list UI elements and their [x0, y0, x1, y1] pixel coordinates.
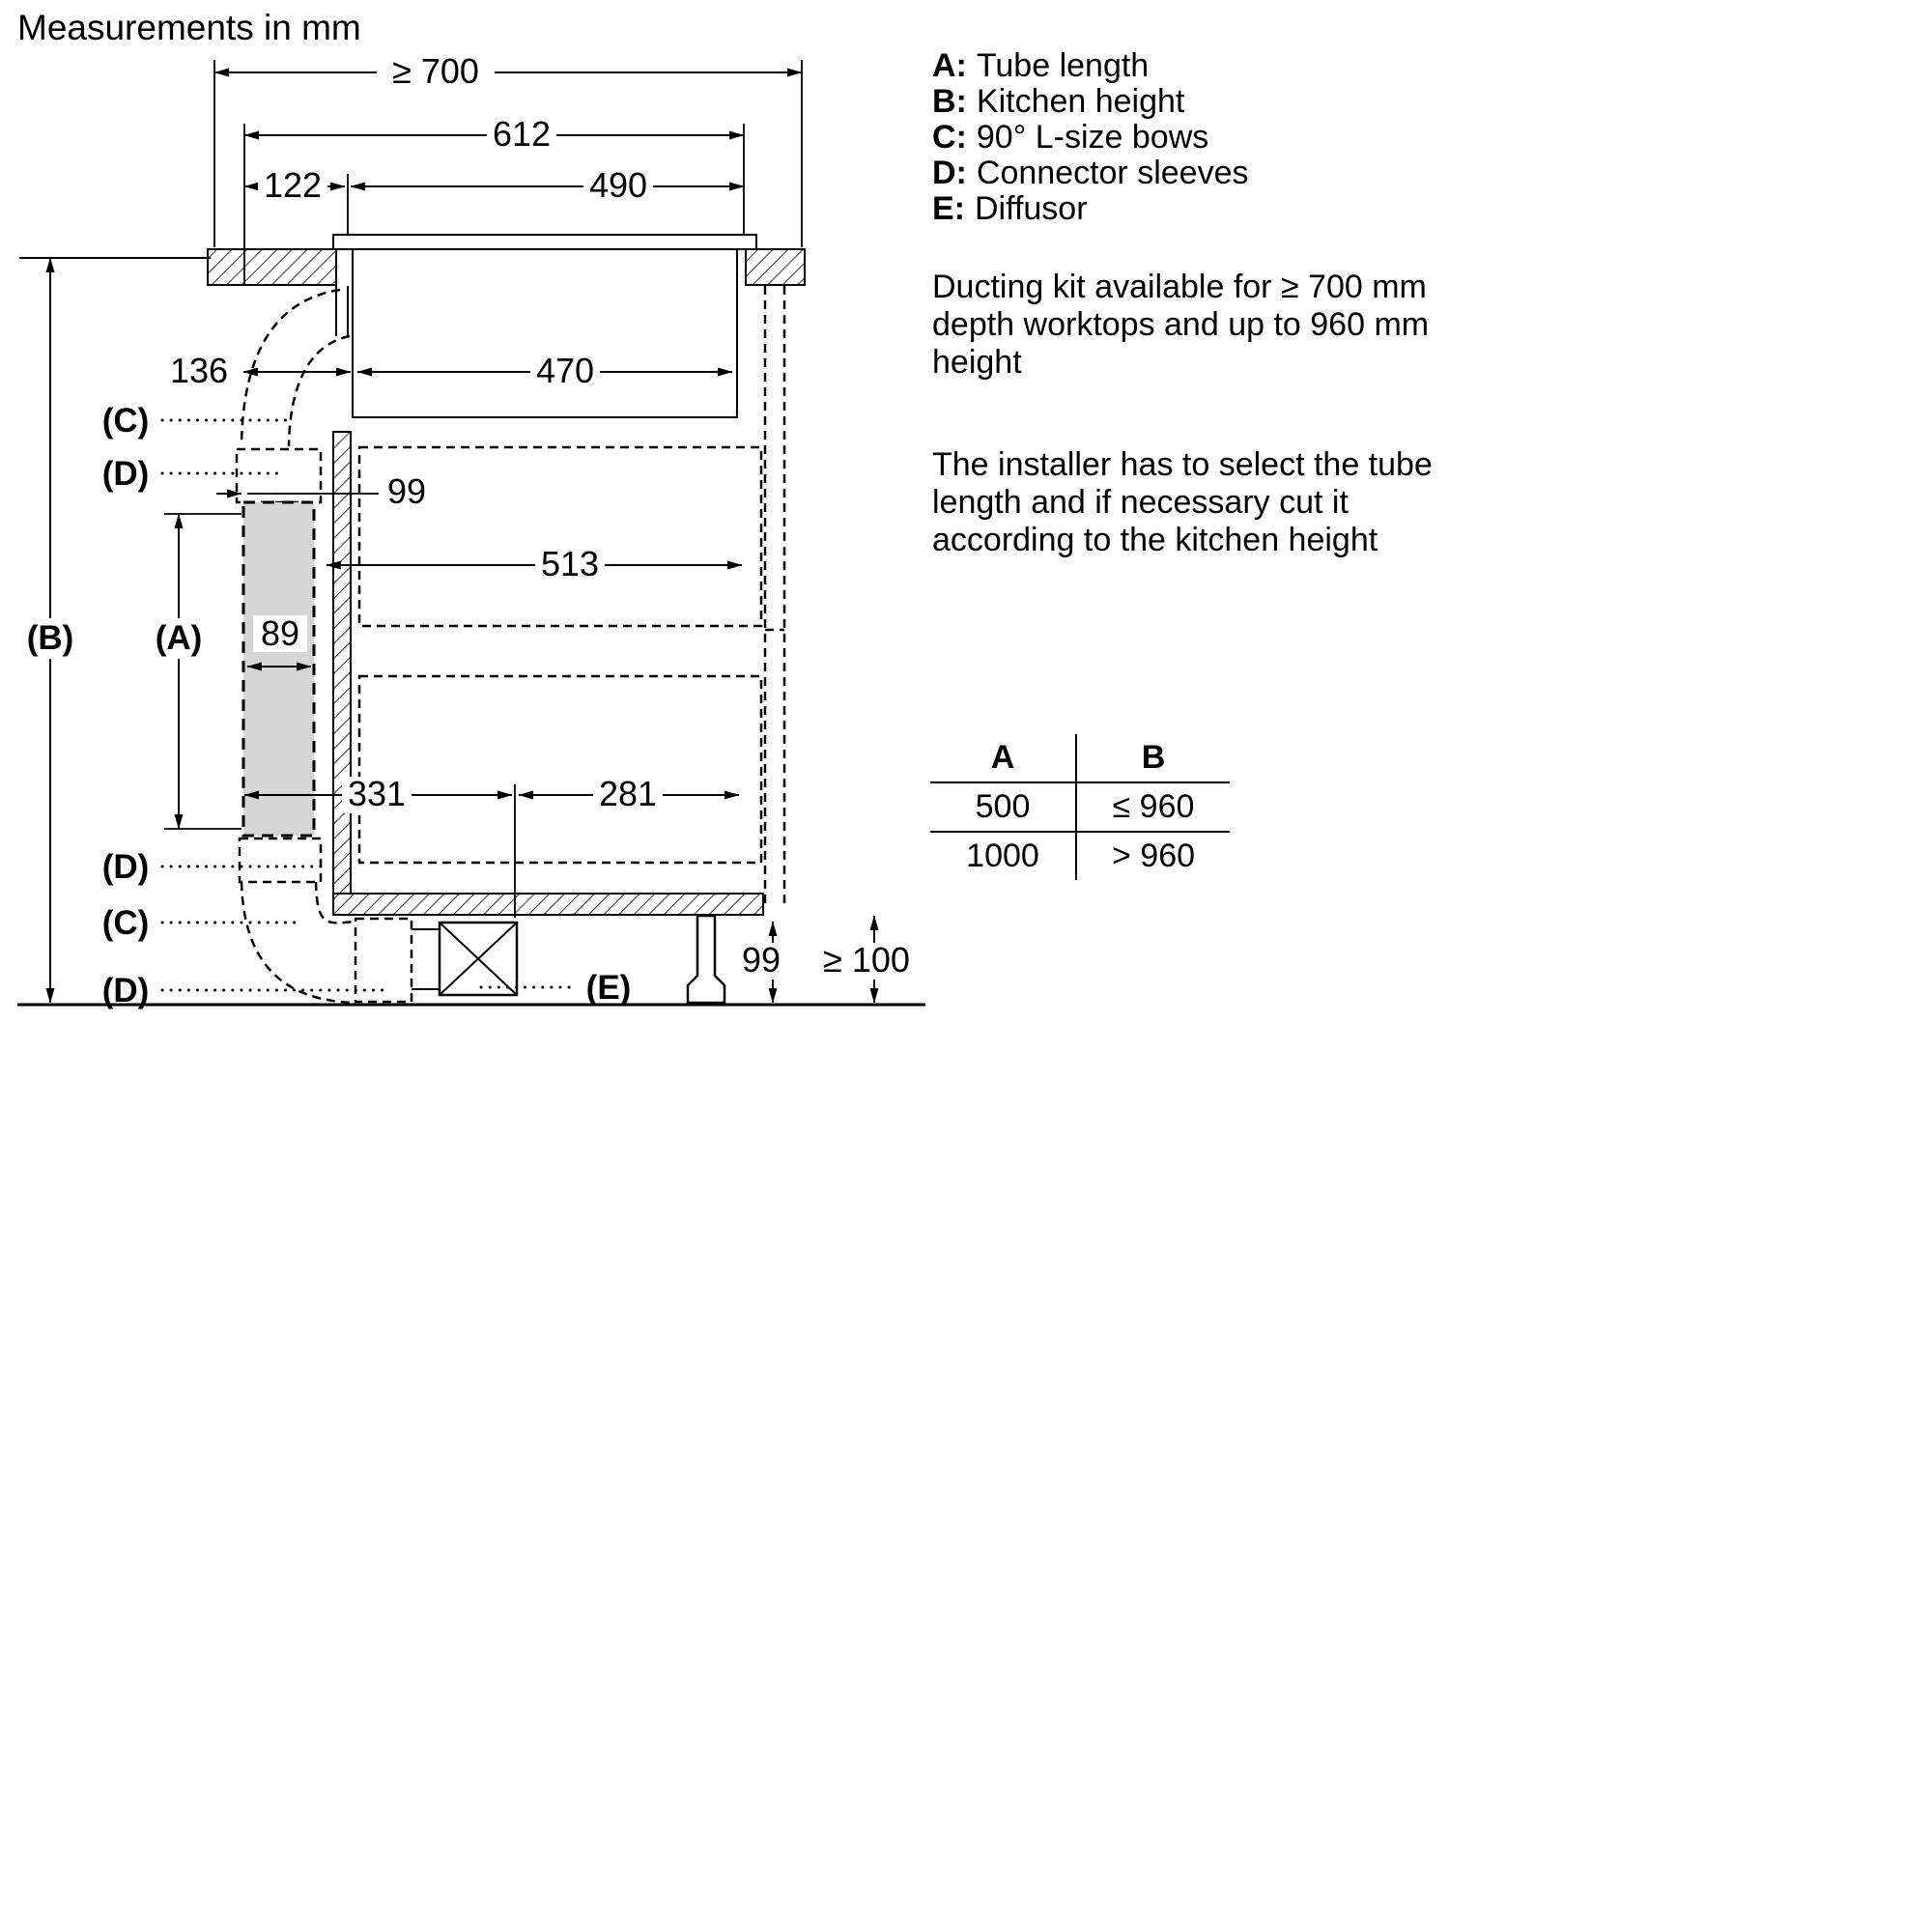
dim-612-label: 612 — [493, 114, 551, 154]
label-E: (E) — [586, 969, 632, 1007]
dim-99-top-label: 99 — [387, 471, 426, 511]
plinth-foot — [686, 914, 726, 1005]
legend-key: E: — [932, 190, 965, 227]
hob-top-plate — [332, 234, 757, 250]
cabinet-back-panel — [763, 286, 786, 908]
legend-text: Kitchen height — [976, 83, 1185, 120]
legend-item-d: D:Connector sleeves — [932, 156, 1249, 191]
legend-text: Tube length — [976, 47, 1150, 84]
legend-item-e: E: Diffusor — [932, 191, 1249, 227]
diffusor-cross — [439, 922, 518, 996]
installation-diagram: ≥ 700 612 122 490 470 136 513 89 331 281… — [17, 51, 925, 1009]
note-installer: The installer has to select the tube len… — [932, 446, 1433, 558]
cabinet-interior-lower — [357, 674, 763, 865]
legend-item-b: B:Kitchen height — [932, 84, 1249, 120]
table-row: 1000 > 960 — [930, 833, 1230, 880]
dim-B-label: (B) — [27, 619, 74, 657]
note-ducting-kit: Ducting kit available for ≥ 700 mm depth… — [932, 269, 1430, 381]
hob-air-inlet — [335, 286, 349, 336]
bow-top-outer — [240, 288, 341, 445]
legend-key: A: — [932, 47, 967, 84]
legend: A:Tube length B:Kitchen height C:90° L-s… — [932, 48, 1249, 227]
legend-item-a: A:Tube length — [932, 48, 1249, 84]
dim-89-label: 89 — [261, 613, 299, 653]
table-cell: 1000 — [930, 833, 1077, 880]
label-D-top: (D) — [102, 455, 150, 493]
dim-depth-label: ≥ 700 — [392, 51, 479, 91]
dim-clearance-label: ≥ 100 — [823, 940, 910, 980]
dim-513-label: 513 — [541, 544, 599, 583]
dim-99-bottom-label: 99 — [742, 940, 781, 980]
label-C-top: (C) — [102, 402, 150, 440]
legend-text: Diffusor — [975, 190, 1088, 227]
table-cell: > 960 — [1111, 838, 1196, 874]
label-D-bottom: (D) — [102, 972, 150, 1009]
dim-122-label: 122 — [264, 165, 322, 205]
dim-490-label: 490 — [589, 165, 647, 205]
dim-470-label: 470 — [536, 351, 594, 390]
tube — [242, 500, 316, 838]
legend-text: Connector sleeves — [976, 155, 1249, 191]
page-title: Measurements in mm — [17, 8, 361, 47]
table-cell: ≤ 960 — [1112, 788, 1195, 825]
worktop — [207, 248, 806, 286]
duct-outlet — [354, 917, 413, 1004]
table-header-b: B — [1141, 739, 1166, 776]
bow-bottom-outer — [240, 881, 356, 1005]
legend-text: 90° L-size bows — [976, 119, 1209, 156]
connector-sleeve-bottom — [238, 837, 323, 884]
diffusor-connector-lines — [412, 928, 440, 990]
dim-281-label: 281 — [599, 774, 657, 813]
worktop-left-section — [207, 248, 337, 286]
extension-lines — [213, 60, 803, 918]
label-D-middle: (D) — [102, 848, 150, 886]
dim-depth-bg — [377, 54, 495, 91]
hob-body — [352, 248, 738, 418]
dim-A-ticks — [164, 513, 242, 830]
legend-item-c: C:90° L-size bows — [932, 120, 1249, 156]
dim-A-label: (A) — [156, 619, 203, 657]
bow-top-inner — [287, 334, 351, 447]
legend-key: B: — [932, 83, 967, 120]
table-header-a: A — [930, 734, 1077, 781]
dim-331-label: 331 — [348, 774, 406, 813]
cabinet — [332, 286, 786, 916]
label-C-bottom: (C) — [102, 904, 150, 942]
dimensions: ≥ 700 612 122 490 470 136 513 89 331 281… — [19, 51, 920, 1004]
diffusor — [412, 921, 519, 997]
component-labels: (C) (D) (D) (C) (D) (E) — [102, 402, 632, 1009]
tube-length-table: A B 500 ≤ 960 1000 > 960 — [930, 734, 1230, 880]
dim-136-label: 136 — [170, 351, 228, 390]
legend-key: C: — [932, 119, 967, 156]
cabinet-side-panel — [332, 431, 352, 895]
table-row: 500 ≤ 960 — [930, 783, 1230, 833]
legend-key: D: — [932, 155, 967, 191]
table-cell: 500 — [930, 783, 1077, 831]
bow-bottom-inner — [314, 881, 356, 924]
cabinet-bottom-shelf — [332, 893, 764, 916]
worktop-right-section — [745, 248, 806, 286]
table-header-row: A B — [930, 734, 1230, 783]
